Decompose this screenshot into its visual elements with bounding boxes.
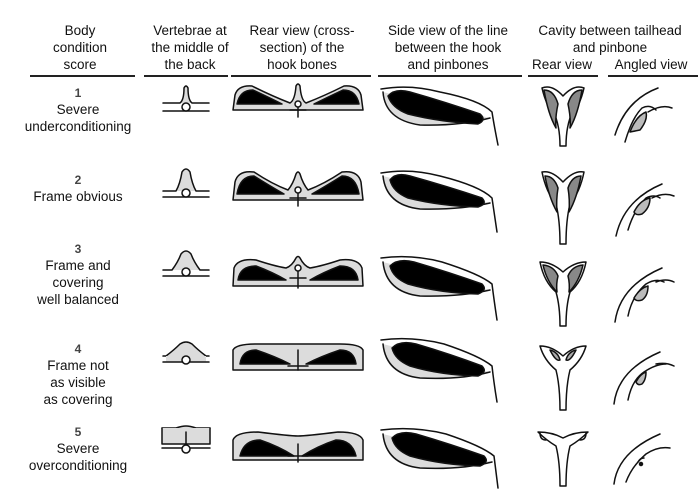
header-rule-score <box>30 75 135 77</box>
header-cavity-rear-view: Rear view <box>531 57 593 72</box>
header-rule-side-view <box>378 75 522 77</box>
header-side-view: Side view of the line between the hook a… <box>387 23 509 72</box>
hook-bones-row-3 <box>232 255 364 289</box>
side-view-row-1 <box>380 86 499 146</box>
score-number: 2 <box>74 173 82 187</box>
cavity-rear-row-5 <box>537 431 589 487</box>
hook-bones-row-1 <box>232 83 364 118</box>
vertebra-row-2 <box>162 168 210 198</box>
score-label: Frame and covering well balanced <box>37 258 119 307</box>
header-rule-rear-view <box>231 75 371 77</box>
header-cavity: Cavity between tailhead and pinbone <box>538 23 682 55</box>
score-number: 1 <box>74 86 82 100</box>
score-label: Severe underconditioning <box>24 102 132 134</box>
cavity-rear-row-1 <box>541 86 585 147</box>
header-cavity-angled-view: Angled view <box>614 57 688 72</box>
row-3-illustrations <box>162 250 675 327</box>
header-rule-cavity-rear <box>528 75 598 77</box>
row-2-illustrations <box>162 168 675 245</box>
score-row-1: 1 Severe underconditioning <box>2 86 154 135</box>
side-view-row-5 <box>380 427 499 489</box>
score-row-2: 2 Frame obvious <box>2 173 154 205</box>
hook-bones-row-5 <box>232 431 364 463</box>
header-vertebrae: Vertebrae at the middle of the back <box>151 23 229 72</box>
score-label: Frame obvious <box>33 189 123 204</box>
vertebra-row-5 <box>161 425 211 454</box>
side-view-row-2 <box>380 170 498 233</box>
cavity-rear-row-3 <box>539 261 587 327</box>
score-number: 3 <box>74 242 82 256</box>
header-body-condition-score: Body condition score <box>52 23 108 72</box>
score-label: Frame not as visible as covering <box>43 358 113 407</box>
cavity-angled-row-2 <box>615 183 675 237</box>
hook-bones-row-2 <box>232 170 364 207</box>
score-row-5: 5 Severe overconditioning <box>2 425 154 474</box>
cavity-angled-row-4 <box>613 351 675 405</box>
cavity-angled-row-5 <box>613 433 671 485</box>
score-label: Severe overconditioning <box>28 441 128 473</box>
header-rear-view-hook-bones: Rear view (cross- section) of the hook b… <box>249 23 355 72</box>
score-row-3: 3 Frame and covering well balanced <box>2 242 154 308</box>
header-rule-vertebrae <box>144 75 228 77</box>
score-number: 4 <box>74 342 82 356</box>
row-1-illustrations <box>162 83 673 147</box>
hook-bones-row-4 <box>232 343 364 371</box>
cavity-angled-row-1 <box>614 87 673 143</box>
cavity-rear-row-4 <box>539 345 587 411</box>
vertebra-row-4 <box>162 341 210 365</box>
vertebra-row-3 <box>162 250 210 277</box>
cavity-rear-row-2 <box>541 170 585 245</box>
side-view-row-4 <box>380 337 498 403</box>
vertebra-row-1 <box>162 85 210 112</box>
score-number: 5 <box>74 425 82 439</box>
row-4-illustrations <box>162 337 675 411</box>
side-view-row-3 <box>380 255 498 321</box>
cavity-angled-row-3 <box>614 267 675 323</box>
header-rule-cavity-angled <box>608 75 698 77</box>
row-5-illustrations <box>161 425 671 489</box>
score-row-4: 4 Frame not as visible as covering <box>2 342 154 408</box>
